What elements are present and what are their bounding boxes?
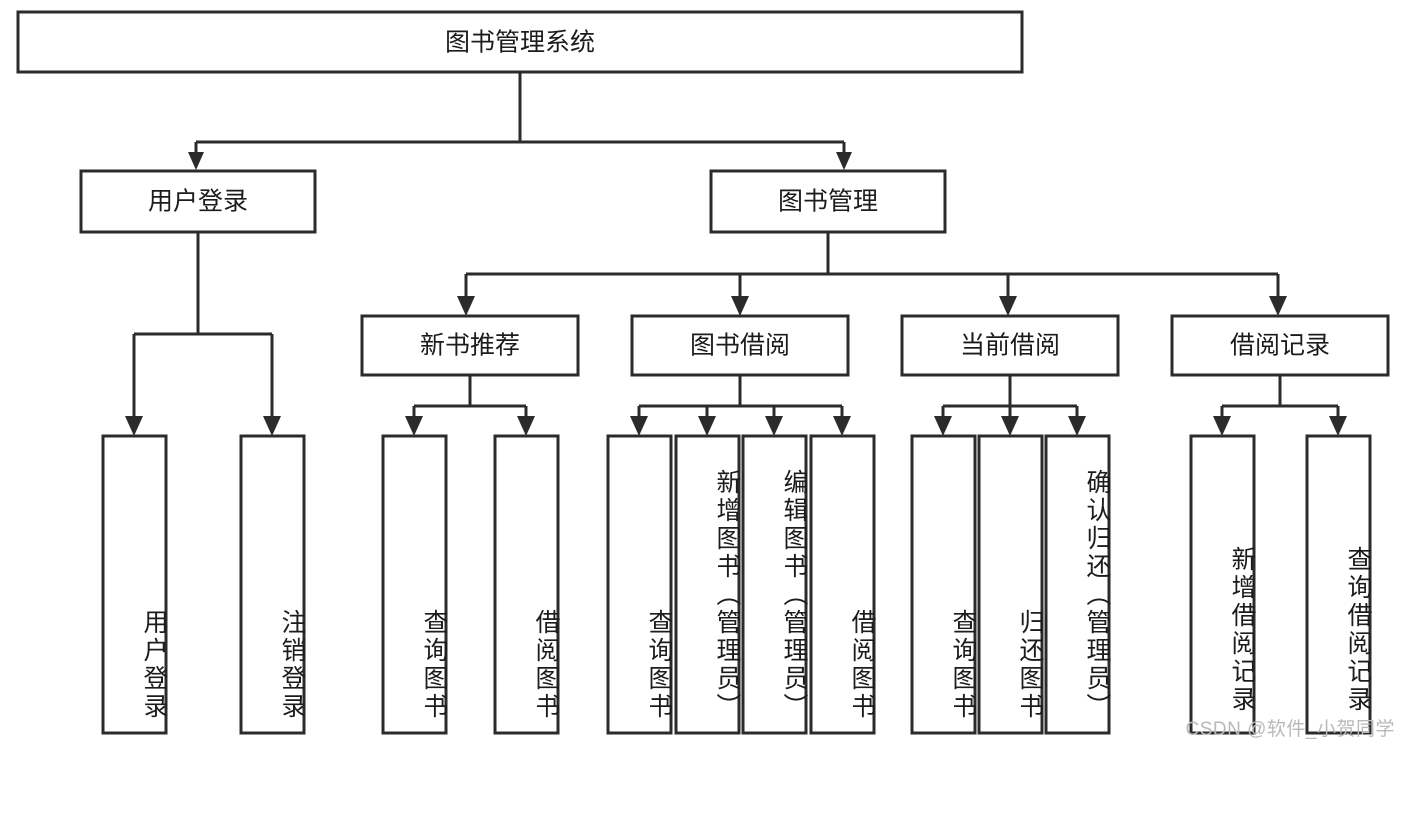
node-leaf-borrow-book-1[interactable]: [493, 434, 560, 735]
org-tree-svg: 图书管理系统 用户登录 图书管理 新书推荐 图书借阅 当前借阅 借阅记录: [16, 10, 1390, 735]
connector-currentborrow-to-leaves: [934, 375, 1086, 436]
csdn-watermark: CSDN @软件_小贺同学: [1185, 719, 1395, 740]
node-book-borrow[interactable]: 图书借阅: [630, 314, 850, 377]
node-book-borrow-label: 图书借阅: [690, 332, 790, 360]
node-leaf-add-book[interactable]: [674, 434, 741, 735]
node-current-borrow-label: 当前借阅: [960, 332, 1060, 360]
node-current-borrow[interactable]: 当前借阅: [900, 314, 1120, 377]
node-new-book-rec[interactable]: 新书推荐: [360, 314, 580, 377]
node-book-manage-label: 图书管理: [778, 188, 878, 216]
node-leaf-confirm-return[interactable]: [1044, 434, 1111, 735]
node-leaf-query-record[interactable]: [1305, 434, 1372, 735]
node-user-login[interactable]: 用户登录: [79, 169, 317, 234]
node-leaf-query-book-2[interactable]: [606, 434, 673, 735]
node-leaf-user-logout[interactable]: [239, 434, 306, 735]
connector-newbook-to-leaves: [405, 375, 535, 436]
node-leaf-query-book-1[interactable]: [381, 434, 448, 735]
node-book-manage[interactable]: 图书管理: [709, 169, 947, 234]
node-leaf-return-book[interactable]: [977, 434, 1044, 735]
node-leaf-edit-book[interactable]: [741, 434, 808, 735]
connector-bookborrow-to-leaves: [630, 375, 851, 436]
connector-bookmanage-to-level3: [457, 232, 1287, 316]
diagram-canvas: 图书管理系统 用户登录 图书管理 新书推荐 图书借阅 当前借阅 借阅记录: [16, 10, 1395, 740]
node-leaf-query-book-3[interactable]: [910, 434, 977, 735]
connector-root-to-level2: [188, 73, 852, 170]
node-borrow-record-label: 借阅记录: [1230, 332, 1330, 360]
node-user-login-label: 用户登录: [148, 188, 248, 216]
node-leaf-user-login[interactable]: [101, 434, 168, 735]
node-leaf-borrow-book-2[interactable]: [809, 434, 876, 735]
node-root[interactable]: 图书管理系统: [16, 10, 1024, 74]
connector-borrowrecord-to-leaves: [1213, 375, 1347, 436]
node-new-book-rec-label: 新书推荐: [420, 332, 520, 360]
node-leaf-add-record[interactable]: [1189, 434, 1256, 735]
node-borrow-record[interactable]: 借阅记录: [1170, 314, 1390, 377]
node-root-label: 图书管理系统: [445, 29, 595, 57]
connector-userlogin-to-leaves: [125, 232, 281, 436]
